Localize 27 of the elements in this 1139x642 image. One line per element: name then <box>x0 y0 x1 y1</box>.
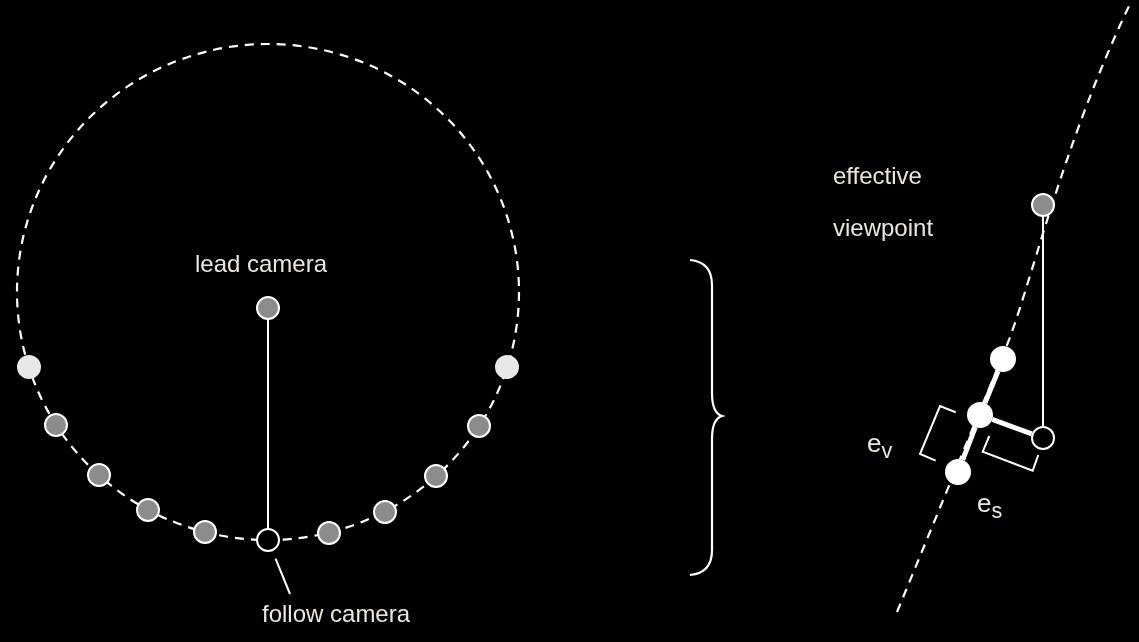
camera-label: effective viewpoint <box>833 161 935 243</box>
camera-dot <box>372 499 397 524</box>
camera-dot <box>317 520 342 545</box>
camera-dot <box>193 520 217 545</box>
variable-label: e$_{v}$ <box>867 428 893 465</box>
connector-line <box>982 370 1001 404</box>
camera-dot <box>16 354 41 379</box>
connector-line <box>267 319 269 529</box>
camera-dot <box>86 463 111 488</box>
connector-line <box>1042 216 1044 427</box>
camera-dot <box>495 354 520 379</box>
camera-label: follow camera <box>262 600 411 628</box>
camera-dot <box>467 413 492 438</box>
camera-dot <box>136 497 161 522</box>
camera-dot <box>967 402 993 428</box>
camera-dot <box>1031 193 1055 217</box>
camera-dot <box>945 459 971 485</box>
camera-dot <box>424 464 449 489</box>
connector-line <box>960 426 978 461</box>
camera-dot <box>1031 426 1055 450</box>
camera-dot <box>990 346 1016 372</box>
camera-dot <box>256 528 280 552</box>
connector-line <box>991 417 1033 437</box>
leader-line <box>274 557 291 595</box>
variable-label: e$_{s}$ <box>977 488 1003 525</box>
camera-dot <box>44 413 69 437</box>
camera-label: lead camera <box>193 249 329 279</box>
